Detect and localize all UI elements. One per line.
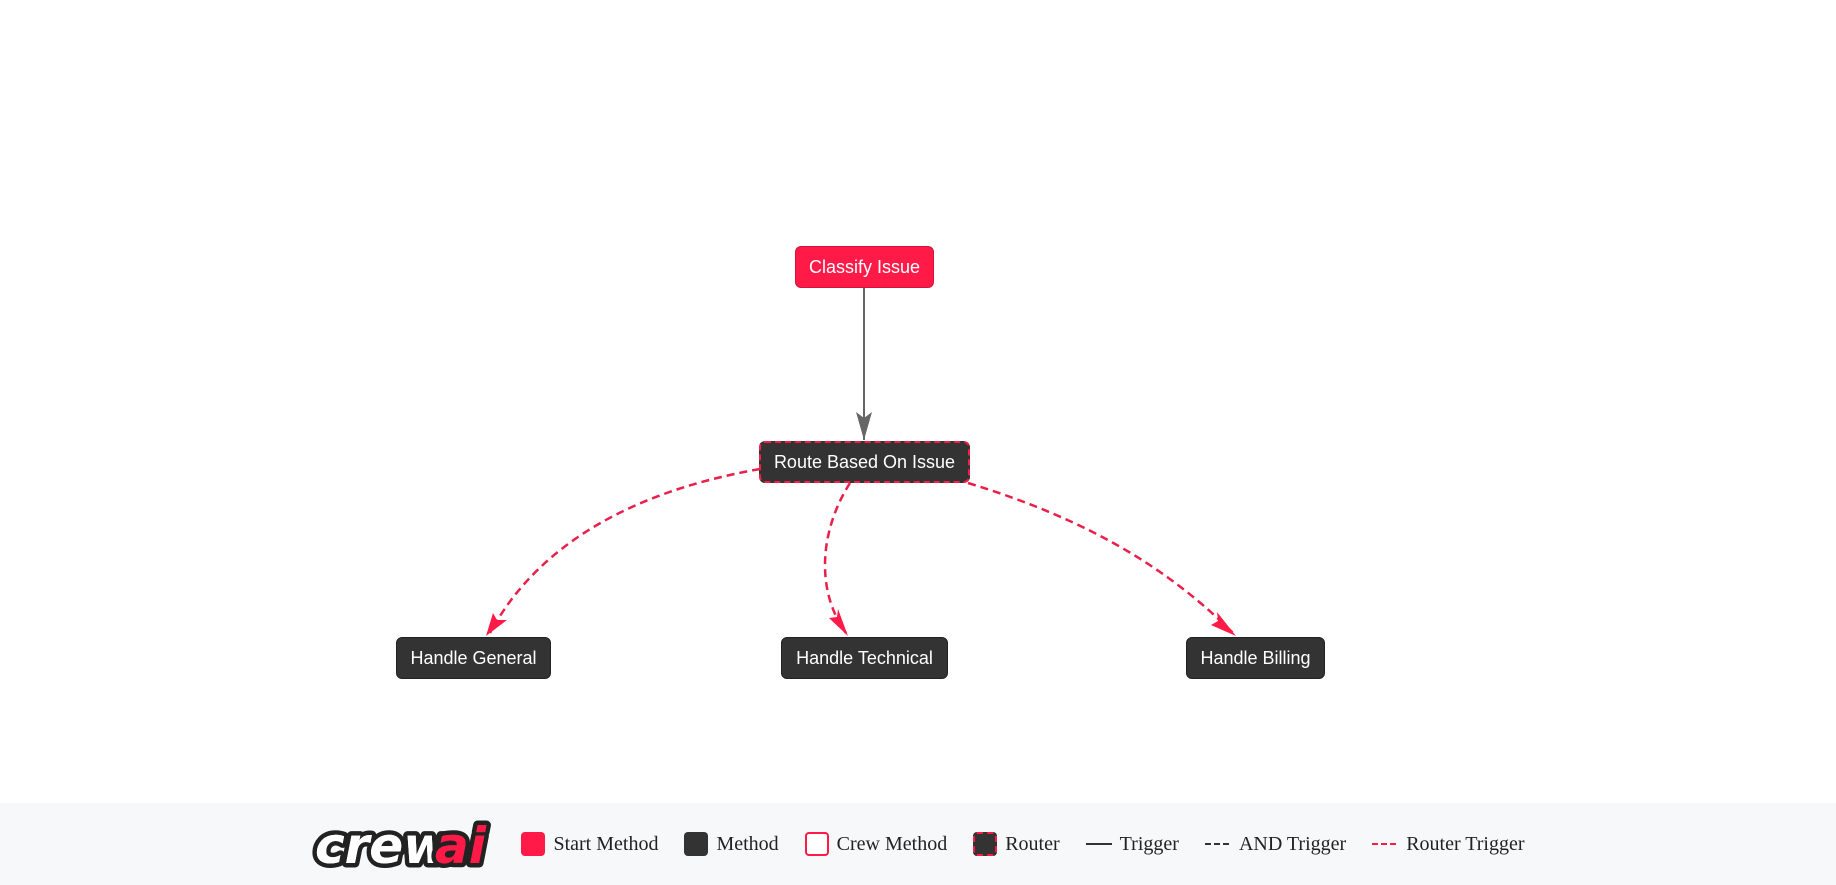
legend-label: Crew Method <box>836 832 948 855</box>
legend-label: Trigger <box>1119 832 1179 855</box>
node-label: Route Based On Issue <box>773 451 956 472</box>
edge-route-to-technical-arrowhead <box>829 609 848 636</box>
edge-route-to-billing-arrowhead <box>1211 612 1236 636</box>
svg-text:ai: ai <box>435 817 487 873</box>
node-label: Handle Billing <box>1200 647 1311 668</box>
flow-canvas[interactable]: Classify Issue Route Based On Issue Hand… <box>0 0 1836 803</box>
edge-route-to-billing <box>967 481 1234 634</box>
svg-text:crew: crew <box>315 817 450 873</box>
svg-text:ai: ai <box>435 817 487 873</box>
legend-label: Router Trigger <box>1406 832 1525 855</box>
router-swatch-icon <box>973 832 998 856</box>
crew-method-swatch-icon <box>804 832 829 856</box>
svg-text:crew: crew <box>315 817 450 873</box>
node-classify-issue[interactable]: Classify Issue <box>795 246 934 288</box>
and-trigger-line-icon <box>1204 843 1231 845</box>
legend-label: AND Trigger <box>1238 832 1347 855</box>
node-handle-billing[interactable]: Handle Billing <box>1186 637 1325 679</box>
edge-route-to-technical <box>823 482 852 634</box>
legend-label: Router <box>1005 832 1060 855</box>
legend-item-router-trigger: Router Trigger <box>1372 832 1525 856</box>
legend: crew crew ai ai Start Method Method Crew… <box>0 803 1836 885</box>
edge-classify-to-route-arrowhead <box>856 412 872 440</box>
node-label: Handle Technical <box>796 647 933 668</box>
edge-route-to-general <box>488 467 761 634</box>
node-label: Classify Issue <box>808 256 921 277</box>
edge-route-to-general-arrowhead <box>486 613 507 636</box>
node-handle-general[interactable]: Handle General <box>396 637 551 679</box>
router-trigger-line-icon <box>1372 843 1399 845</box>
edges-layer <box>486 288 1236 636</box>
legend-item-router: Router <box>973 832 1060 856</box>
crewai-logo: crew crew ai ai <box>311 817 491 873</box>
legend-item-trigger: Trigger <box>1085 832 1179 856</box>
start-method-swatch-icon <box>521 832 546 856</box>
legend-item-method: Method <box>684 832 779 856</box>
node-label: Handle General <box>410 647 537 668</box>
trigger-line-icon <box>1085 843 1112 845</box>
legend-label: Start Method <box>553 832 659 855</box>
node-route-based-on-issue[interactable]: Route Based On Issue <box>759 441 970 483</box>
legend-item-and-trigger: AND Trigger <box>1204 832 1347 856</box>
legend-item-crew-method: Crew Method <box>804 832 948 856</box>
legend-label: Method <box>716 832 779 855</box>
legend-item-start-method: Start Method <box>521 832 658 856</box>
node-handle-technical[interactable]: Handle Technical <box>781 637 948 679</box>
method-swatch-icon <box>684 832 709 856</box>
